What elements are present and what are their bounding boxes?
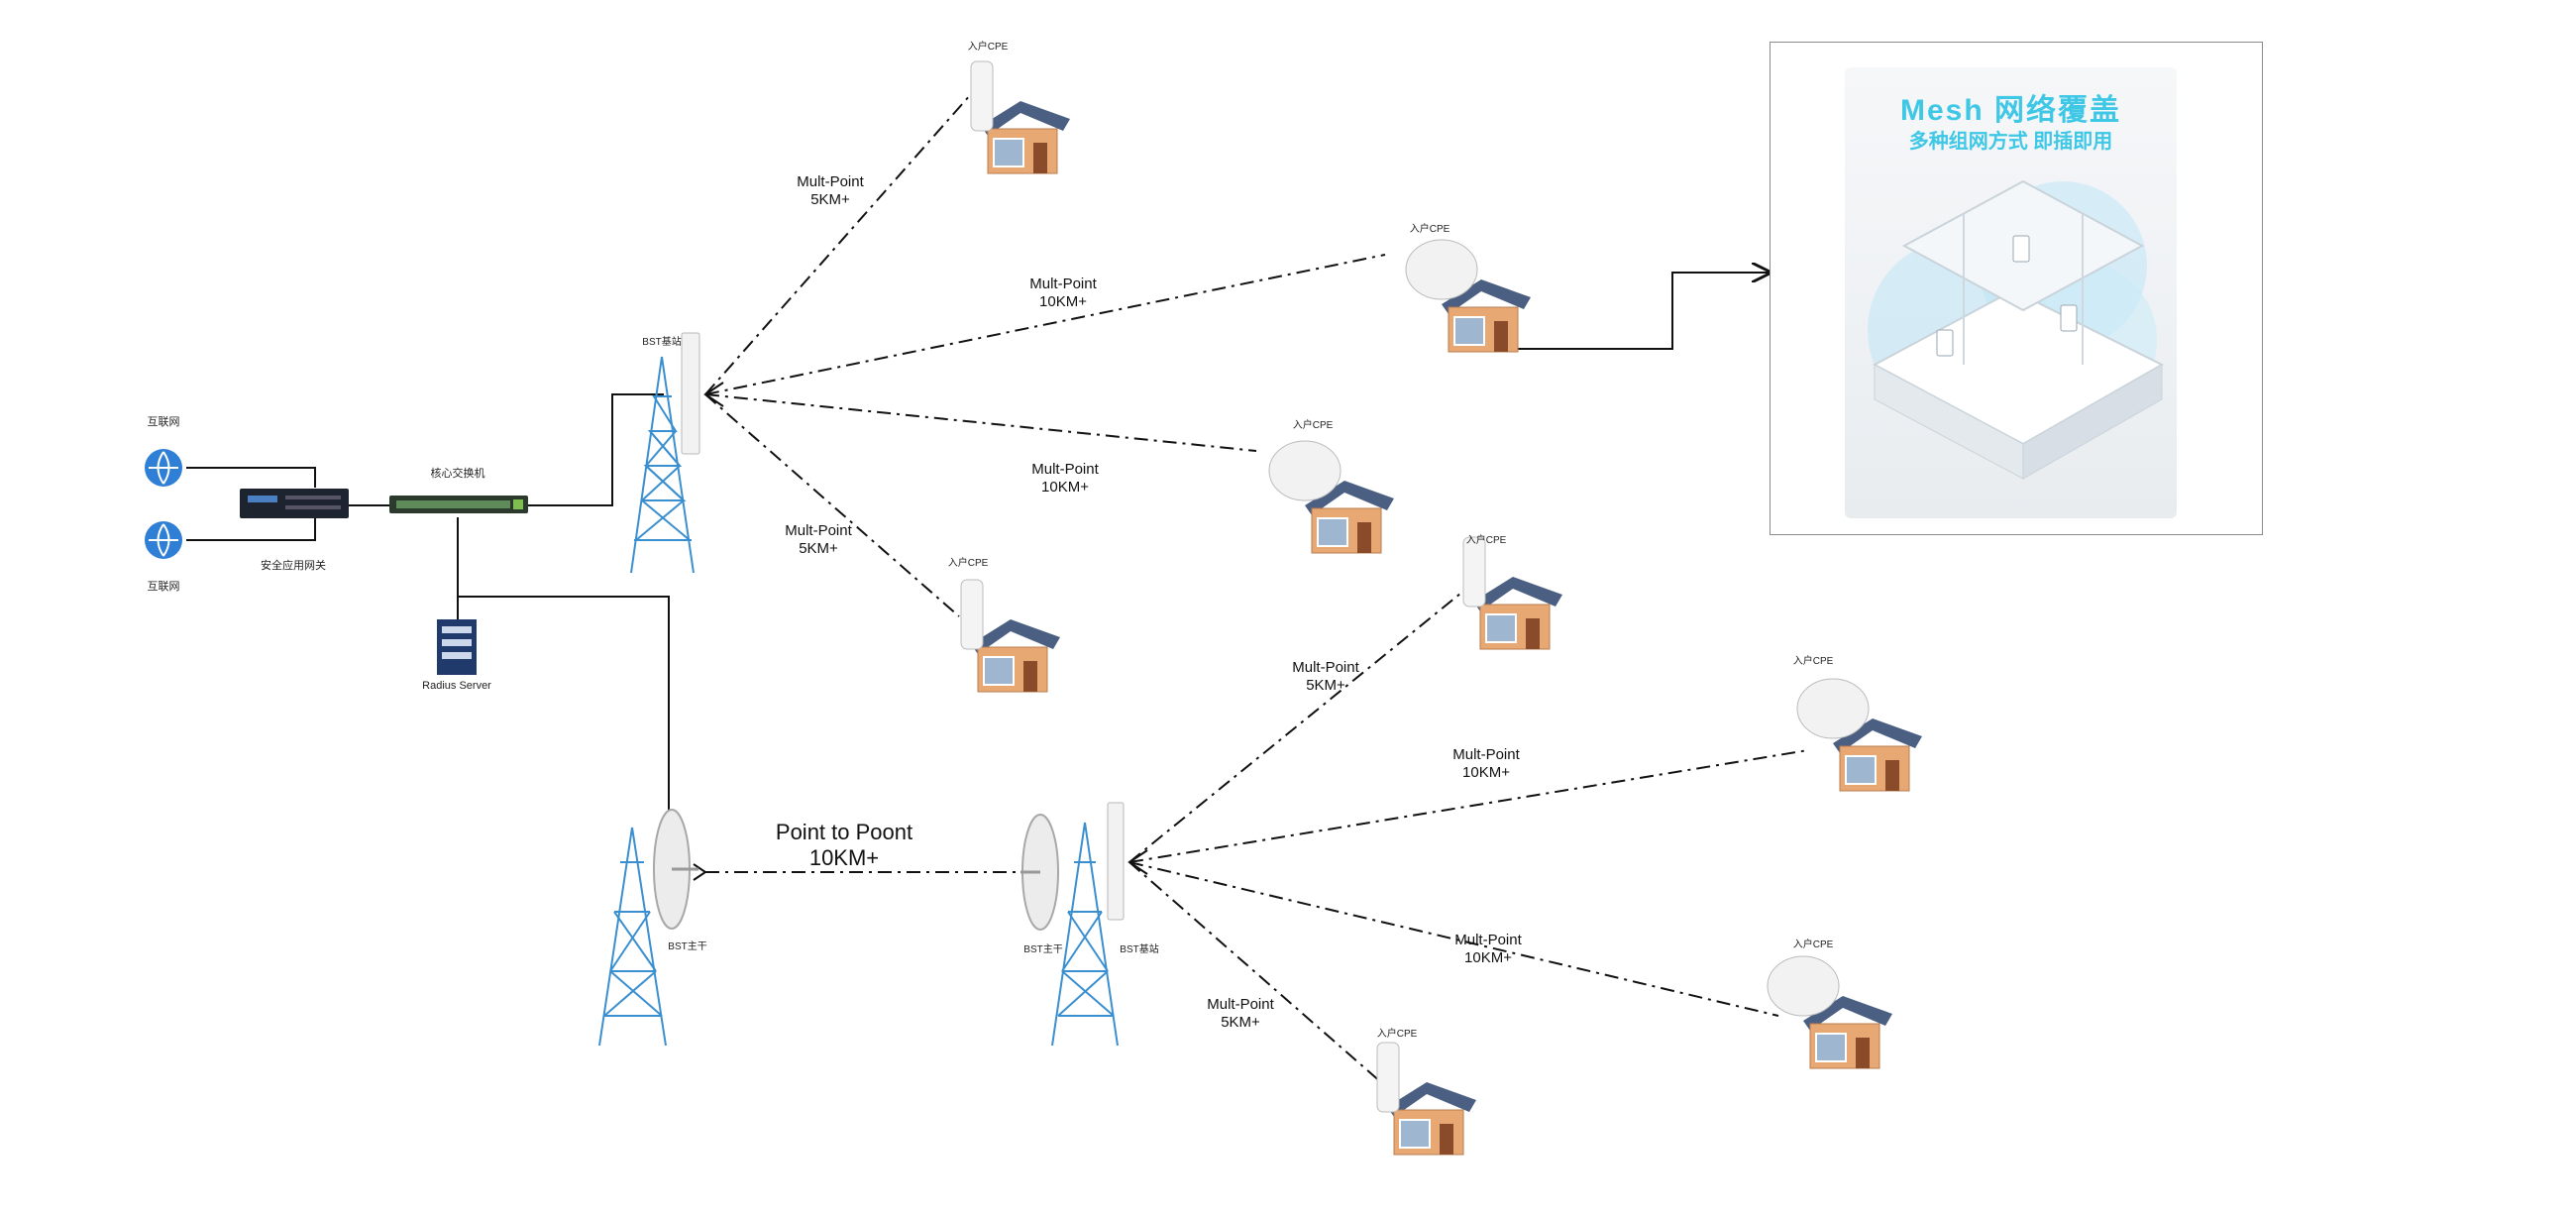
floorplan-illustration: [1868, 179, 2165, 480]
mesh-subtitle: 多种组网方式 即插即用: [1908, 131, 2113, 153]
internet-label: 互联网: [147, 581, 180, 593]
internet-icon: [145, 521, 182, 559]
internet-label: 互联网: [147, 416, 180, 428]
cpe-house: [970, 60, 1070, 174]
cpe-device: [1462, 536, 1486, 608]
dish-antenna: [653, 809, 698, 930]
mesh-coverage-panel: Mesh 网络覆盖 多种组网方式 即插即用: [1770, 42, 2263, 535]
cpe-label: 入户CPE: [1792, 656, 1834, 667]
cpe-device: [1376, 1042, 1400, 1113]
cpe-device: [1268, 440, 1342, 501]
dish-antenna: [1020, 814, 1059, 931]
cpe-device: [1796, 678, 1870, 739]
cpe-house: [960, 579, 1060, 693]
security-gateway-device: [240, 489, 349, 518]
bst-trunk-label: BST主干: [1023, 944, 1063, 955]
cpe-label: 入户CPE: [1376, 1029, 1418, 1040]
cpe-house: [1462, 536, 1562, 650]
core-switch-label: 核心交换机: [430, 468, 485, 480]
cpe-house: [1268, 440, 1394, 554]
mesh-promo-card: Mesh 网络覆盖 多种组网方式 即插即用: [1845, 67, 2177, 518]
link-arrowheads: [693, 382, 1148, 881]
internet-icon: [145, 449, 182, 487]
cpe-houses: [960, 60, 1922, 1156]
radius-server-icon: [437, 619, 477, 675]
bst-station-label: BST基站: [642, 337, 682, 348]
wireless-links-bottom: [705, 584, 1809, 1084]
cpe-house: [1796, 678, 1922, 792]
cpe-house: [1767, 955, 1892, 1069]
wired-links: [186, 273, 1770, 815]
cpe-label: 入户CPE: [967, 42, 1009, 53]
security-gateway-label: 安全应用网关: [261, 560, 326, 572]
bst-trunk-tower-left: [598, 827, 667, 1047]
bst-trunk-label: BST主干: [668, 941, 707, 952]
sector-antenna: [1107, 802, 1125, 921]
cpe-label: 入户CPE: [1792, 939, 1834, 950]
cpe-label: 入户CPE: [947, 558, 989, 569]
radius-server-label: Radius Server: [422, 680, 491, 692]
cpe-device: [1767, 955, 1840, 1017]
cpe-device: [1405, 239, 1478, 300]
cpe-house: [1405, 239, 1531, 353]
bst-station-label: BST基站: [1120, 944, 1159, 955]
bst-tower-top: [630, 356, 695, 574]
cpe-device: [960, 579, 984, 650]
cpe-label: 入户CPE: [1409, 224, 1450, 235]
cpe-device: [970, 60, 994, 132]
mesh-title: Mesh 网络覆盖: [1899, 94, 2122, 127]
core-switch-device: [389, 496, 528, 513]
cpe-label: 入户CPE: [1292, 420, 1334, 431]
cpe-house: [1376, 1042, 1476, 1156]
bst-tower-bottom: [1051, 822, 1119, 1047]
cpe-label: 入户CPE: [1465, 535, 1507, 546]
sector-antenna: [681, 332, 700, 455]
wireless-links-top: [704, 93, 1386, 617]
